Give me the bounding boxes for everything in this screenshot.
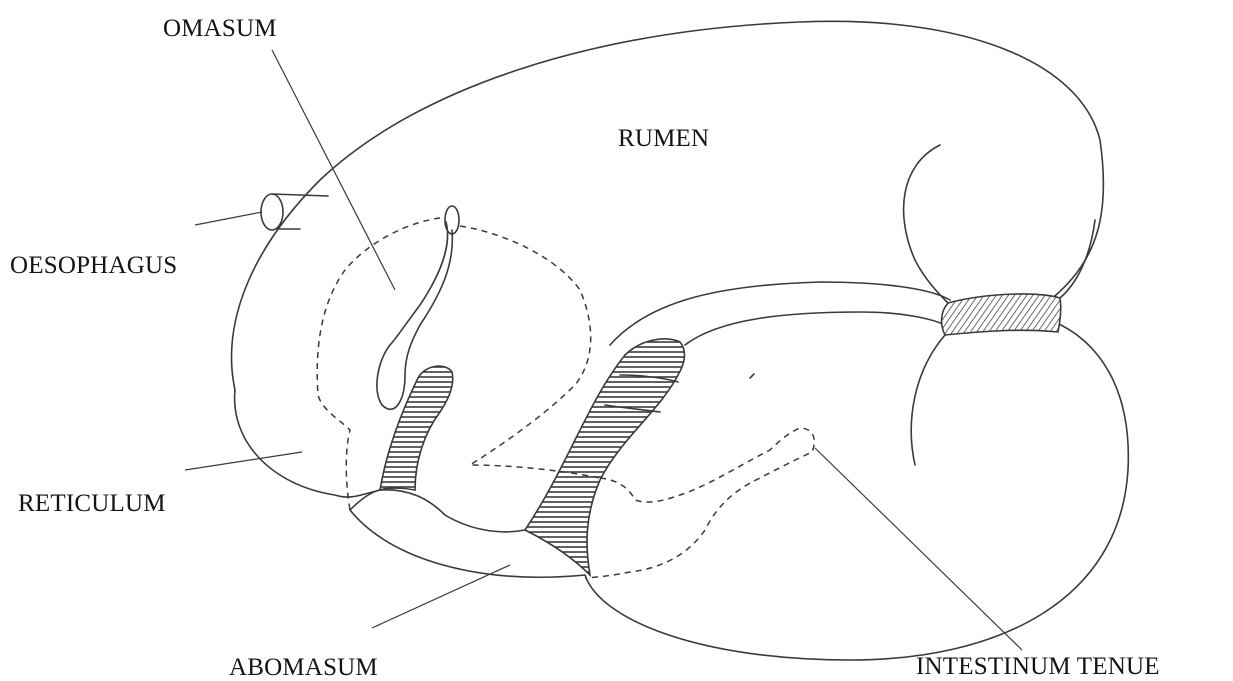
leader-intestinum-tenue — [815, 448, 1022, 650]
leader-omasum — [272, 50, 395, 290]
rumen-right-lower-curl — [911, 335, 945, 465]
reticulum-outline — [235, 390, 380, 497]
small-mark — [750, 374, 754, 378]
hatched-band-middle — [525, 339, 684, 575]
rumen-right-curl — [904, 145, 948, 303]
rumen-outline — [232, 21, 1104, 390]
label-intestinum-tenue: INTESTINUM TENUE — [916, 654, 1160, 679]
hatched-band-right — [942, 294, 1061, 335]
inner-fold-lower — [350, 490, 380, 510]
label-abomasum: ABOMASUM — [229, 655, 378, 680]
label-reticulum: RETICULUM — [18, 491, 166, 516]
hidden-contour-left — [317, 218, 440, 510]
label-omasum: OMASUM — [163, 16, 277, 41]
oesophagus-tube — [261, 194, 328, 230]
inner-fold — [380, 490, 525, 532]
label-rumen: RUMEN — [618, 126, 709, 151]
leader-abomasum — [372, 565, 510, 628]
leader-oesophagus — [195, 212, 262, 225]
rumen-band-bottom — [685, 312, 945, 345]
label-oesophagus: OESOPHAGUS — [10, 253, 177, 278]
leader-reticulum — [185, 452, 302, 470]
hatched-band-small — [380, 366, 453, 490]
